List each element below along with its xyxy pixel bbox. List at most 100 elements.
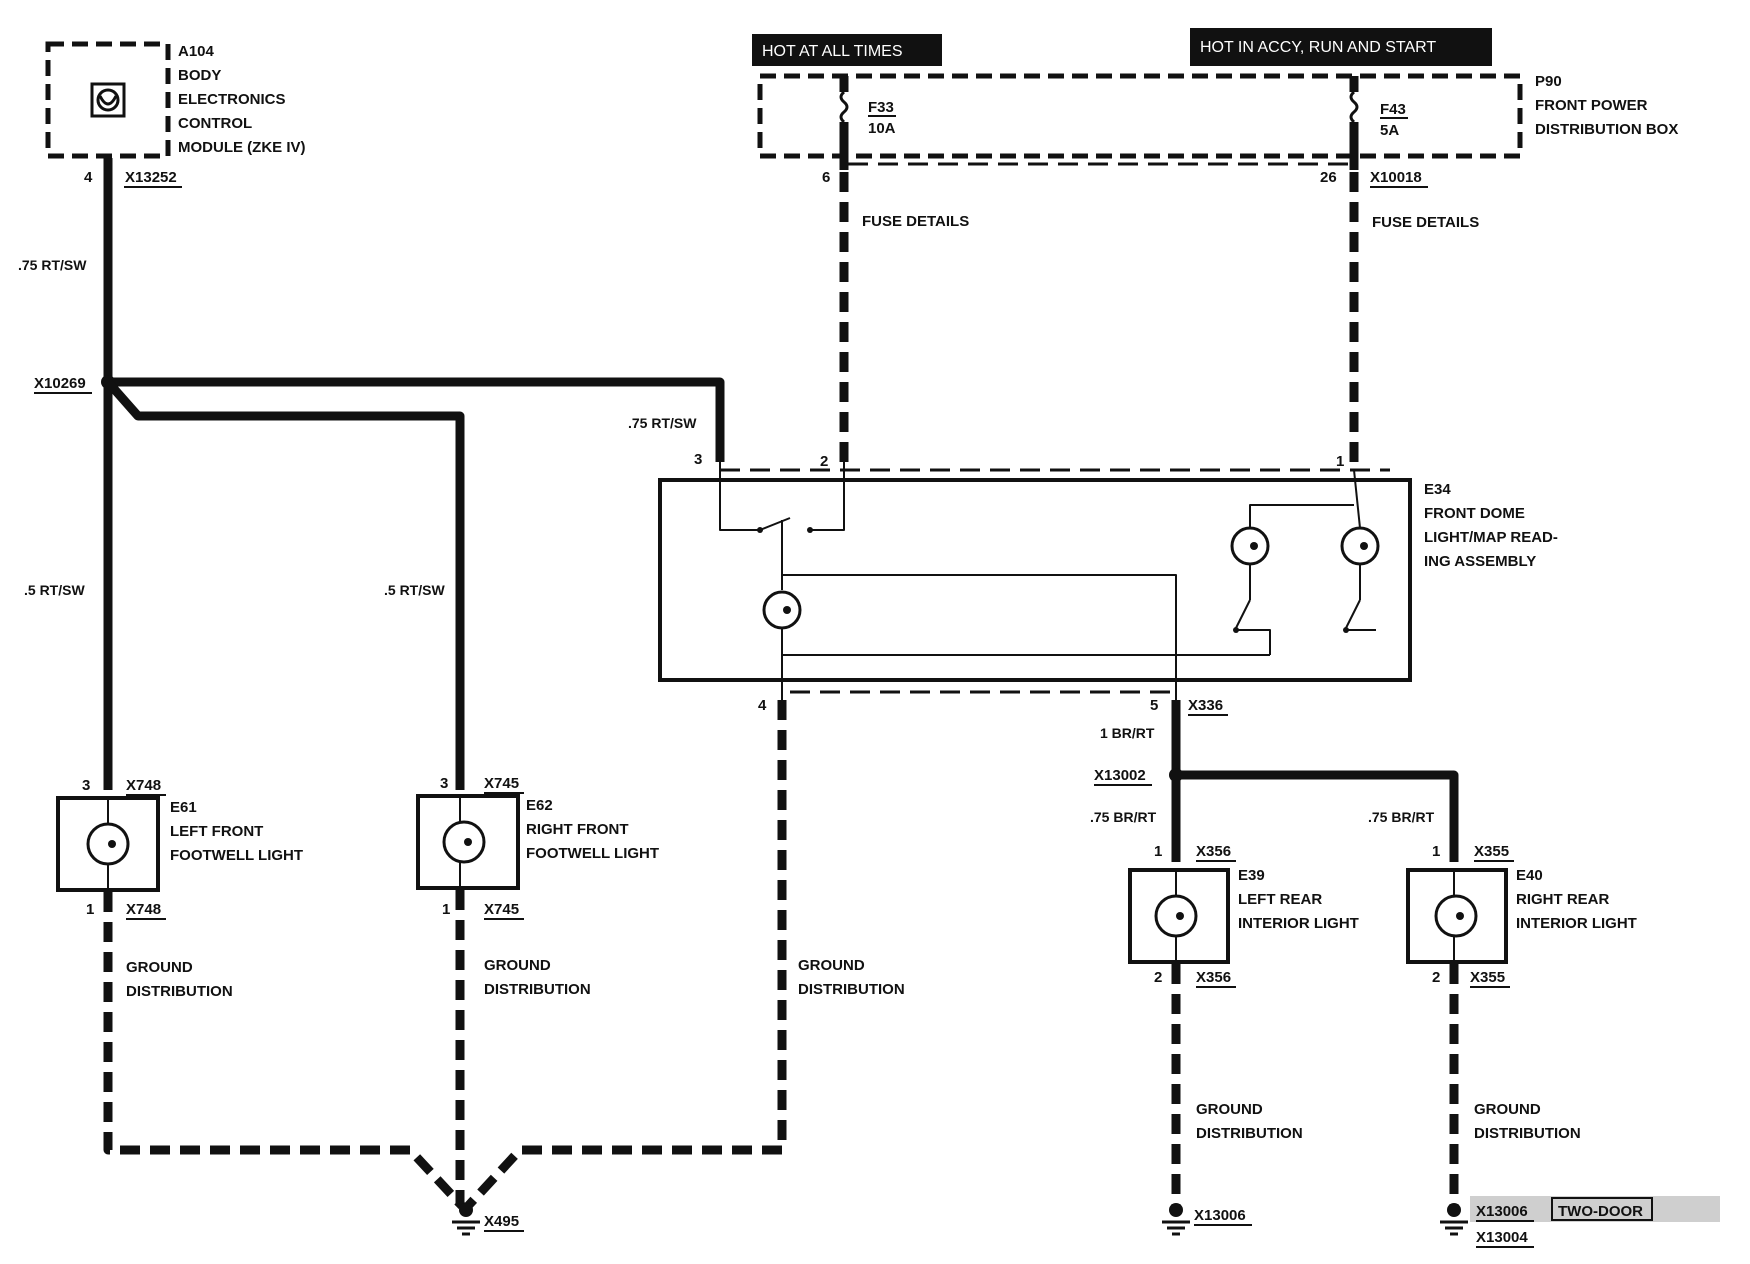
- a104-line1: BODY: [178, 67, 221, 84]
- p90-box: [757, 73, 1523, 159]
- e34-line1: FRONT DOME: [1424, 505, 1525, 522]
- e39-line2: INTERIOR LIGHT: [1238, 915, 1359, 932]
- ground-e39-line1: GROUND: [1196, 1101, 1263, 1118]
- banner-hot-in-accy: HOT IN ACCY, RUN AND START: [1190, 28, 1492, 66]
- banner-hot-at-all-times: HOT AT ALL TIMES: [752, 34, 942, 66]
- e61-line1: LEFT FRONT: [170, 823, 263, 840]
- e39-connector-bottom: X356: [1196, 969, 1231, 986]
- connector-x336: X336: [1188, 697, 1223, 714]
- e61-connector-bottom: X748: [126, 901, 161, 918]
- ground-e39-line2: DISTRIBUTION: [1196, 1125, 1303, 1142]
- fuse-f33-name: F33: [868, 99, 894, 116]
- a104-module: [45, 41, 171, 159]
- e34-pin-2: 2: [820, 453, 828, 470]
- wire-label-br-rt-075-b: .75 BR/RT: [1368, 809, 1435, 825]
- a104-line3: CONTROL: [178, 115, 252, 132]
- e61-line2: FOOTWELL LIGHT: [170, 847, 303, 864]
- e39-pin-1: 1: [1154, 843, 1162, 860]
- ground-e40-line1: GROUND: [1474, 1101, 1541, 1118]
- ground-x13004-icon: [1440, 1203, 1468, 1236]
- p90-line2: DISTRIBUTION BOX: [1535, 121, 1678, 138]
- e62-connector-bottom: X745: [484, 901, 519, 918]
- e34-pin-4: 4: [758, 697, 767, 714]
- wire-e61-ground: [103, 892, 466, 1210]
- fuse-f43: [1349, 76, 1359, 170]
- e40-connector-bottom: X355: [1470, 969, 1505, 986]
- ground-e40-line2: DISTRIBUTION: [1474, 1125, 1581, 1142]
- banner-hot-in-accy-text: HOT IN ACCY, RUN AND START: [1200, 39, 1436, 56]
- wire-label-rt-sw-075-b: .75 RT/SW: [628, 415, 697, 431]
- connector-x13006-left: X13006: [1194, 1207, 1246, 1224]
- e39-light: [1128, 868, 1230, 964]
- wire-x10269-to-e62: [104, 379, 465, 790]
- banner-hot-at-all-times-text: HOT AT ALL TIMES: [762, 43, 903, 60]
- e34-ref: E34: [1424, 481, 1451, 498]
- fuse-f43-rating: 5A: [1380, 122, 1399, 139]
- wire-label-rt-sw-05-a: .5 RT/SW: [24, 582, 85, 598]
- fuse-details-right: FUSE DETAILS: [1372, 214, 1479, 231]
- e40-pin-1: 1: [1432, 843, 1440, 860]
- e34-line3: ING ASSEMBLY: [1424, 553, 1536, 570]
- two-door-label: TWO-DOOR: [1558, 1203, 1643, 1220]
- e39-line1: LEFT REAR: [1238, 891, 1322, 908]
- e39-connector-top: X356: [1196, 843, 1231, 860]
- p90-ref: P90: [1535, 73, 1562, 90]
- e34-assembly: [658, 462, 1412, 700]
- ground-e34-line1: GROUND: [798, 957, 865, 974]
- e61-pin-1: 1: [86, 901, 94, 918]
- two-door-box: [1551, 1197, 1653, 1221]
- fuse-f33-rating: 10A: [868, 120, 896, 137]
- ground-x13006-icon: [1162, 1203, 1190, 1236]
- wire-x10269-to-e34: [108, 377, 725, 462]
- connector-x495: X495: [484, 1213, 519, 1230]
- ground-x495-icon: [452, 1203, 480, 1236]
- e40-connector-top: X355: [1474, 843, 1509, 860]
- e39-pin-2: 2: [1154, 969, 1162, 986]
- e34-line2: LIGHT/MAP READ-: [1424, 529, 1558, 546]
- ground-e62-line2: DISTRIBUTION: [484, 981, 591, 998]
- connector-x10269: X10269: [34, 375, 86, 392]
- wire-label-rt-sw-05-b: .5 RT/SW: [384, 582, 445, 598]
- connector-x13006-right: X13006: [1476, 1203, 1528, 1220]
- ground-e61-line1: GROUND: [126, 959, 193, 976]
- wire-e34-ground: [464, 700, 787, 1210]
- wire-x13002-to-e40: [1176, 770, 1459, 862]
- two-door-shading: [1470, 1196, 1720, 1222]
- e61-connector-top: X748: [126, 777, 161, 794]
- e62-connector-top: X745: [484, 775, 519, 792]
- e40-light: [1406, 868, 1508, 964]
- a104-line4: MODULE (ZKE IV): [178, 139, 306, 156]
- a104-pin: 4: [84, 169, 93, 186]
- wire-label-br-rt-1: 1 BR/RT: [1100, 725, 1155, 741]
- e62-pin-3: 3: [440, 775, 448, 792]
- wire-label-rt-sw-075-a: .75 RT/SW: [18, 257, 87, 273]
- e62-ref: E62: [526, 797, 553, 814]
- ground-e34-line2: DISTRIBUTION: [798, 981, 905, 998]
- e62-line1: RIGHT FRONT: [526, 821, 629, 838]
- e62-pin-1: 1: [442, 901, 450, 918]
- e62-light: [416, 794, 520, 890]
- e61-light: [56, 796, 160, 892]
- a104-ref: A104: [178, 43, 215, 60]
- dome-lamp-icon: [762, 590, 802, 630]
- connector-x13004: X13004: [1476, 1229, 1528, 1246]
- e40-line2: INTERIOR LIGHT: [1516, 915, 1637, 932]
- fuse-details-left: FUSE DETAILS: [862, 213, 969, 230]
- fuse-f43-name: F43: [1380, 101, 1406, 118]
- connector-x13002: X13002: [1094, 767, 1146, 784]
- fuse-f43-pin: 26: [1320, 169, 1337, 186]
- e40-line1: RIGHT REAR: [1516, 891, 1610, 908]
- e39-ref: E39: [1238, 867, 1265, 884]
- fuse-f43-connector: X10018: [1370, 169, 1422, 186]
- wire-label-br-rt-075-a: .75 BR/RT: [1090, 809, 1157, 825]
- ground-e62-line1: GROUND: [484, 957, 551, 974]
- e40-ref: E40: [1516, 867, 1543, 884]
- ground-e61-line2: DISTRIBUTION: [126, 983, 233, 1000]
- e61-pin-3: 3: [82, 777, 90, 794]
- a104-connector: X13252: [125, 169, 177, 186]
- module-icon: [90, 82, 126, 118]
- e34-pin-1: 1: [1336, 453, 1344, 470]
- e62-line2: FOOTWELL LIGHT: [526, 845, 659, 862]
- e34-pin-5: 5: [1150, 697, 1158, 714]
